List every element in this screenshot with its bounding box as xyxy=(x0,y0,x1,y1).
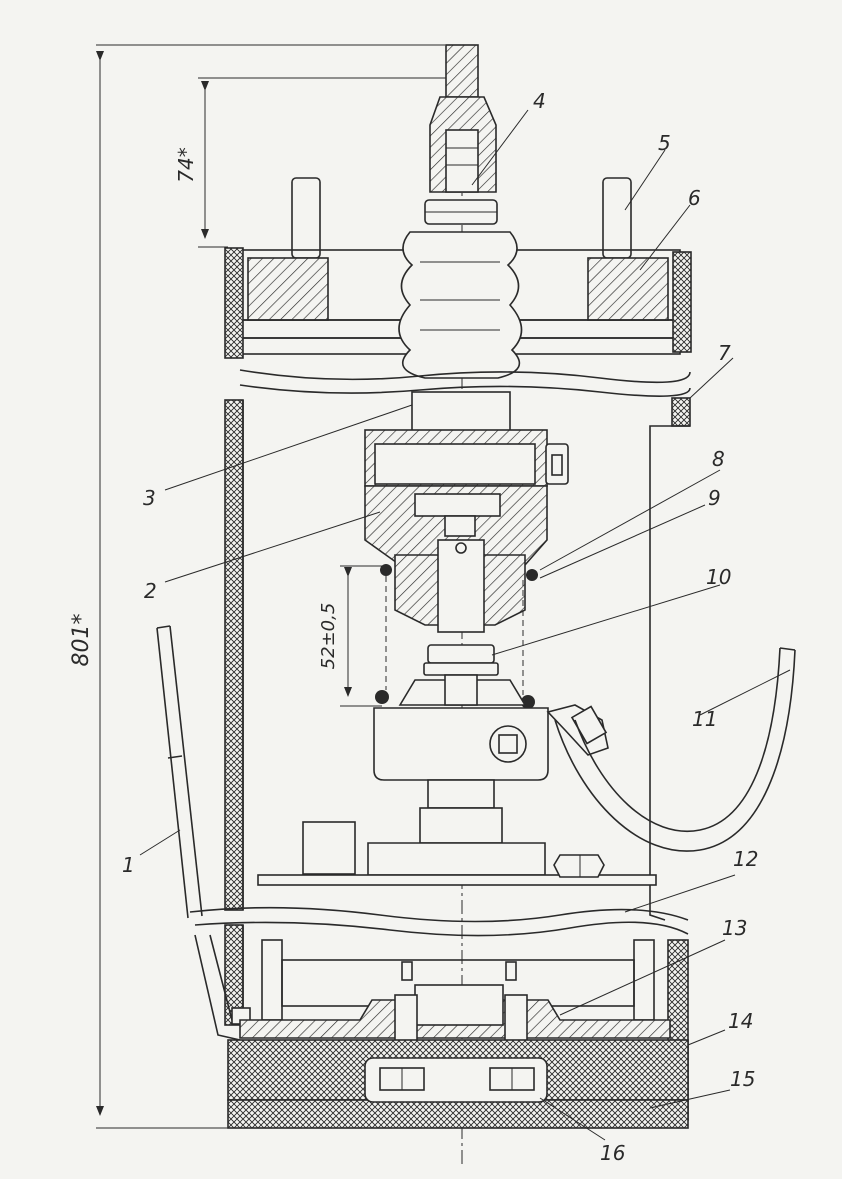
callout-1: 1 xyxy=(122,853,135,877)
top-stud-assembly xyxy=(424,44,498,225)
lower-electrode xyxy=(302,674,549,876)
inner-wall-right xyxy=(649,425,690,921)
break-line-lower xyxy=(189,906,689,923)
callout-9: 9 xyxy=(708,486,721,510)
callout-7: 7 xyxy=(718,341,731,365)
cable-left xyxy=(156,625,203,919)
dim-top-label: 74* xyxy=(174,147,198,182)
adjusting-nut xyxy=(423,644,499,676)
outer-wall-left xyxy=(224,399,244,911)
break-line-upper xyxy=(239,369,691,384)
callout-3: 3 xyxy=(143,486,156,510)
callout-8: 8 xyxy=(712,447,725,471)
break-line-lower-2 xyxy=(194,921,689,937)
callout-4: 4 xyxy=(533,89,546,113)
cable-right xyxy=(554,649,796,852)
callout-12: 12 xyxy=(733,847,758,871)
callout-5: 5 xyxy=(658,131,671,155)
callout-2: 2 xyxy=(144,579,157,603)
shaft xyxy=(411,391,511,435)
outer-wall-top-left xyxy=(224,247,244,359)
callout-6: 6 xyxy=(688,186,701,210)
callout-11: 11 xyxy=(692,707,717,731)
callout-15: 15 xyxy=(730,1067,755,1091)
base-bottom-layer xyxy=(227,1099,689,1129)
guide-studs xyxy=(291,177,632,259)
upper-clamp xyxy=(364,429,569,633)
outer-wall-right-stub xyxy=(671,397,691,427)
callout-16: 16 xyxy=(600,1141,625,1165)
base-plate xyxy=(257,854,657,886)
dim-total-label: 801* xyxy=(69,614,94,667)
callout-14: 14 xyxy=(728,1009,753,1033)
bellows-insulator xyxy=(398,231,523,379)
break-line-upper-2 xyxy=(239,384,691,397)
outer-wall-top-right xyxy=(672,251,692,353)
dim-gap-label: 52±0,5 xyxy=(318,603,339,670)
leader-lines xyxy=(139,109,791,1141)
callout-10: 10 xyxy=(706,565,731,589)
callout-13: 13 xyxy=(722,916,747,940)
